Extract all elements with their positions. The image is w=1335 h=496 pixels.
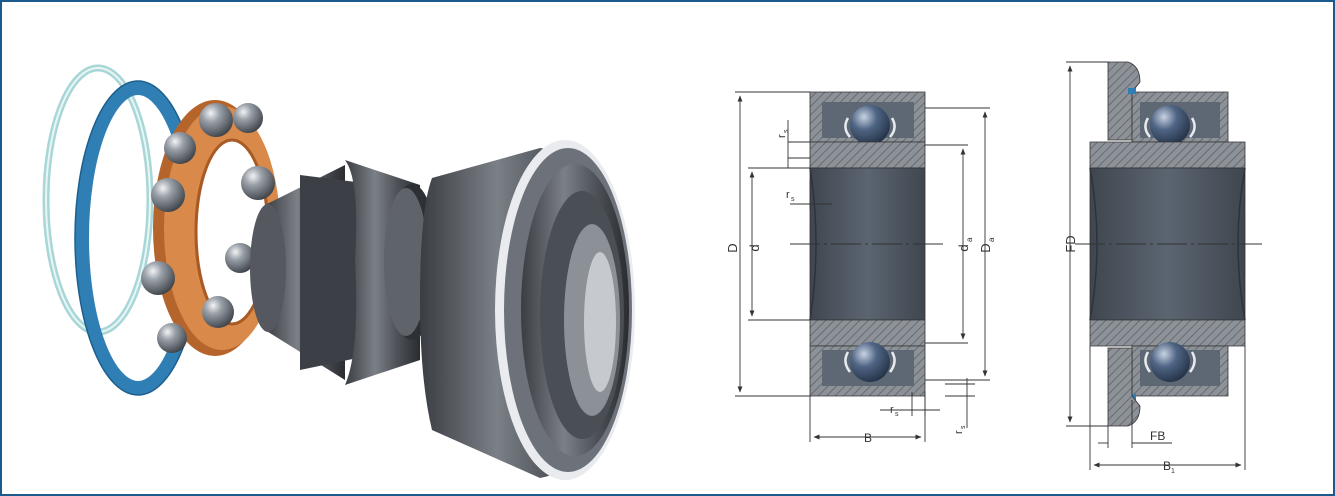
label-rs-bottom-sub: s: [895, 411, 899, 418]
outer-ring: [420, 140, 635, 480]
inner-ring: [250, 160, 438, 385]
label-D-a: D: [978, 243, 993, 252]
label-D-a-sub: a: [987, 237, 996, 242]
label-FB: FB: [1150, 429, 1165, 443]
label-d: d: [747, 244, 762, 251]
section-drawing-standard: D d d a D a r s r s r s r s B: [725, 91, 996, 445]
label-rs-inner: r: [786, 189, 790, 201]
flanged-ball-top: [1150, 105, 1190, 145]
label-d-a: d: [956, 244, 971, 251]
label-rs-inner-sub: s: [791, 196, 795, 203]
label-d-a-sub: a: [965, 237, 974, 242]
label-rs-right-sub: s: [960, 425, 967, 429]
ball-bottom: [850, 342, 890, 382]
label-B1: B: [1163, 459, 1171, 473]
label-rs-top: r: [776, 134, 788, 138]
ball-top: [850, 105, 890, 145]
section-drawing-flanged: FD FB B 1: [1063, 61, 1262, 475]
label-rs-bottom: r: [890, 404, 894, 416]
flanged-ball-bottom: [1150, 342, 1190, 382]
label-B1-sub: 1: [1171, 468, 1175, 475]
label-rs-right: r: [953, 430, 965, 434]
label-rs-top-sub: s: [783, 129, 790, 133]
exploded-bearing-illustration: [42, 64, 635, 480]
label-B: B: [864, 431, 872, 445]
label-FD: FD: [1063, 235, 1078, 252]
ball-cage: [141, 100, 280, 356]
label-D: D: [725, 243, 740, 252]
